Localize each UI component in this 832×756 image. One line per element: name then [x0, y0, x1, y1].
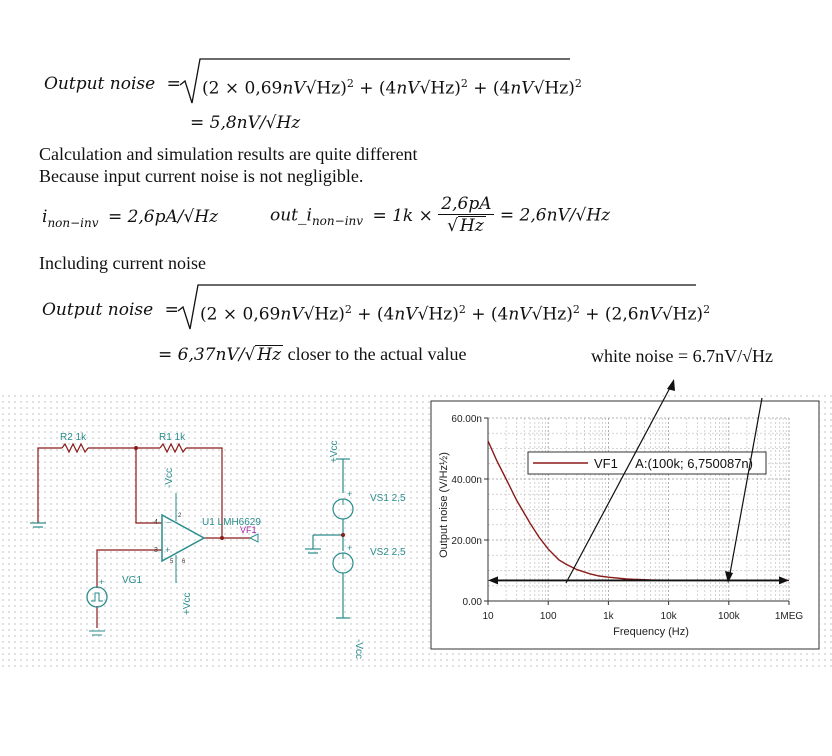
chart-grid	[487, 417, 790, 602]
vg1-source	[86, 586, 108, 608]
y-tick-label: 60.00n	[451, 414, 482, 425]
eq3-radicand: (2 × 0,69nV√Hz)2 + (4nV√Hz)2 + (4nV√Hz)2…	[200, 303, 711, 325]
neg-vcc-top-label: -Vcc	[164, 468, 175, 488]
r2-label: R2 1k	[60, 432, 87, 443]
y-tick-label: 0.00	[463, 597, 483, 608]
svg-text:+: +	[99, 577, 104, 587]
eq1-radicand: (2 × 0,69nV√Hz)2 + (4nV√Hz)2 + (4nV√Hz)2	[202, 77, 582, 99]
equation-out-current-noise: out_inon−inv = 1k × 2,6pA √Hz = 2,6nV/√H…	[270, 194, 611, 237]
svg-text:4: 4	[154, 519, 158, 526]
eq3-result: = 6,37nV/√Hz closer to the actual value	[158, 344, 467, 365]
junction-dot	[220, 536, 224, 540]
neg-vcc-label: -Vcc	[353, 639, 364, 659]
pos-vcc-label: +Vcc	[329, 440, 340, 463]
svg-text:6: 6	[182, 559, 186, 565]
x-tick-label: 100	[540, 611, 557, 622]
eq3-radical	[177, 284, 696, 330]
vs2-label: VS2 2,5	[370, 547, 406, 558]
x-tick-label: 1MEG	[775, 611, 804, 622]
y-axis-label: Output noise (V/Hz½)	[438, 452, 450, 558]
x-axis-label: Frequency (Hz)	[613, 626, 689, 638]
equation-output-noise: Output noise =	[44, 74, 181, 94]
vg1-label: VG1	[122, 575, 142, 586]
eq1-equals: =	[166, 74, 181, 94]
x-tick-label: 10	[482, 611, 494, 622]
marker-arrow-right	[779, 576, 789, 585]
circuit-schematic: R2 1k R1 1k U1 LMH6629 VF1 -Vcc +Vcc VG1…	[30, 432, 406, 659]
legend-box	[527, 451, 767, 475]
eq1-lhs: Output noise	[44, 74, 156, 94]
equation-output-noise-total: Output noise =	[42, 300, 179, 320]
equation-current-noise: inon−inv = 2,6pA/√Hz	[42, 207, 219, 230]
svg-text:−: −	[166, 518, 171, 527]
eq1-result: = 5,8nV/√Hz	[190, 113, 301, 133]
eq1-radical	[179, 58, 570, 104]
svg-text:+: +	[165, 545, 170, 555]
svg-text:+: +	[347, 543, 352, 553]
text-current-noise: Because input current noise is not negli…	[39, 166, 364, 186]
marker-arrow-left	[488, 576, 498, 585]
u1-label: U1 LMH6629	[202, 517, 261, 528]
vs1-label: VS1 2,5	[370, 493, 406, 504]
white-noise-marker-line	[488, 576, 789, 585]
x-tick-label: 1k	[603, 611, 615, 622]
annotation-arrows	[565, 379, 763, 584]
r1-label: R1 1k	[159, 432, 186, 443]
x-tick-label: 100k	[718, 611, 741, 622]
chart-axes: 0.00 20.00n 40.00n 60.00n 10 100 1k 10k 100k 1MEG	[451, 414, 803, 622]
junction-dot	[134, 446, 138, 450]
pos-vcc-bottom-label: +Vcc	[182, 592, 193, 615]
opamp-symbol	[161, 513, 206, 563]
svg-text:+: +	[347, 489, 352, 499]
x-tick-label: 10k	[661, 611, 678, 622]
eq2-fraction: 2,6pA √Hz	[438, 194, 495, 237]
y-tick-label: 40.00n	[451, 475, 482, 486]
white-noise-label: white noise = 6.7nV/√Hz	[591, 346, 774, 366]
legend-text: VF1 A:(100k; 6,750087n)	[594, 456, 753, 471]
vf1-label: VF1	[240, 525, 257, 535]
text-calc-vs-sim: Calculation and simulation results are q…	[39, 144, 418, 164]
svg-text:5: 5	[170, 559, 174, 565]
text-including-current-noise: Including current noise	[39, 253, 206, 273]
svg-text:3: 3	[154, 547, 158, 554]
y-tick-label: 20.00n	[451, 536, 482, 547]
svg-text:2: 2	[178, 513, 182, 519]
